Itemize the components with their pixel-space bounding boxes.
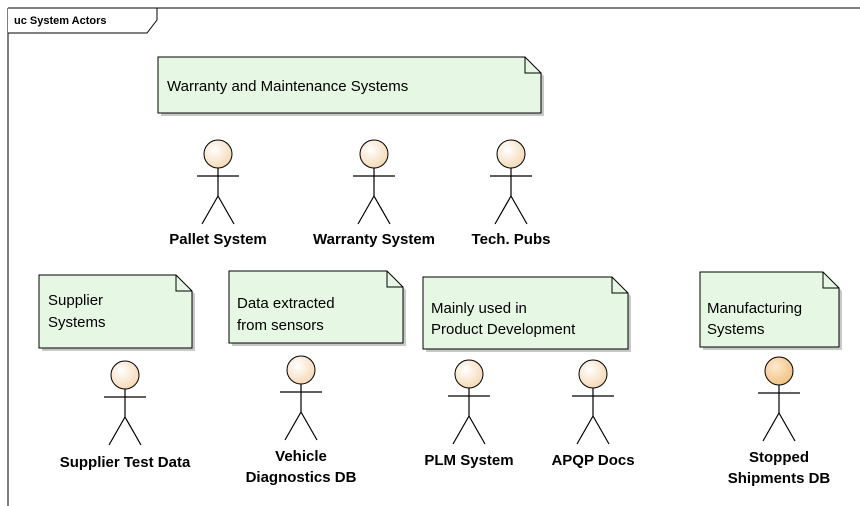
actor-warranty-system[interactable]: Warranty System: [313, 139, 435, 248]
note-product-dev[interactable]: Mainly used in Product Development: [422, 276, 631, 352]
stick-figure-icon: [104, 389, 146, 446]
note-sensors[interactable]: Data extracted from sensors: [228, 270, 406, 346]
actor-apqp-docs[interactable]: APQP Docs: [551, 359, 635, 469]
note-text-line: from sensors: [237, 317, 324, 334]
frame-title: uc System Actors: [14, 15, 107, 27]
actor-pallet-system[interactable]: Pallet System: [169, 139, 267, 248]
stick-figure-icon: [758, 385, 800, 442]
actor-label: PLM System: [424, 452, 513, 469]
actor-label: APQP Docs: [551, 452, 634, 469]
actor-head-icon: [203, 139, 233, 169]
stick-figure-icon: [490, 168, 532, 225]
actors-layer: Pallet System Warranty System Tech. PubsSu…: [60, 139, 831, 487]
stick-figure-icon: [572, 388, 614, 445]
note-text-line: Systems: [707, 321, 765, 338]
note-text-line: Data extracted: [237, 295, 335, 312]
actor-tech-pubs[interactable]: Tech. Pubs: [472, 139, 551, 248]
actor-head-icon: [764, 356, 794, 386]
stick-figure-icon: [197, 168, 239, 225]
actor-head-icon: [286, 355, 316, 385]
actor-label: Diagnostics DB: [246, 469, 357, 486]
actor-head-icon: [454, 359, 484, 389]
actor-label: Stopped: [749, 449, 809, 466]
actor-label: Warranty System: [313, 231, 435, 248]
actor-label: Tech. Pubs: [472, 231, 551, 248]
stick-figure-icon: [280, 384, 322, 441]
actor-head-icon: [110, 360, 140, 390]
note-text-line: Systems: [48, 314, 106, 331]
note-text-line: Supplier: [48, 292, 103, 309]
note-text-line: Product Development: [431, 321, 576, 338]
actor-label: Vehicle: [275, 448, 327, 465]
stick-figure-icon: [353, 168, 395, 225]
actor-head-icon: [496, 139, 526, 169]
actor-label: Pallet System: [169, 231, 267, 248]
note-text-line: Warranty and Maintenance Systems: [167, 78, 408, 95]
actor-plm-system[interactable]: PLM System: [424, 359, 514, 469]
actor-label: Shipments DB: [728, 470, 831, 487]
actor-supplier-test-data[interactable]: Supplier Test Data: [60, 360, 191, 471]
note-warranty[interactable]: Warranty and Maintenance Systems: [157, 56, 544, 116]
diagram-frame: uc System Actors: [7, 7, 860, 506]
notes-layer: Warranty and Maintenance SystemsSupplier…: [38, 56, 842, 352]
actor-head-icon: [359, 139, 389, 169]
frame-title-tab: [8, 7, 158, 34]
stick-figure-icon: [448, 388, 490, 445]
actor-label: Supplier Test Data: [60, 454, 191, 471]
note-text-line: Manufacturing: [707, 300, 802, 317]
note-text-line: Mainly used in: [431, 300, 527, 317]
actor-head-icon: [578, 359, 608, 389]
